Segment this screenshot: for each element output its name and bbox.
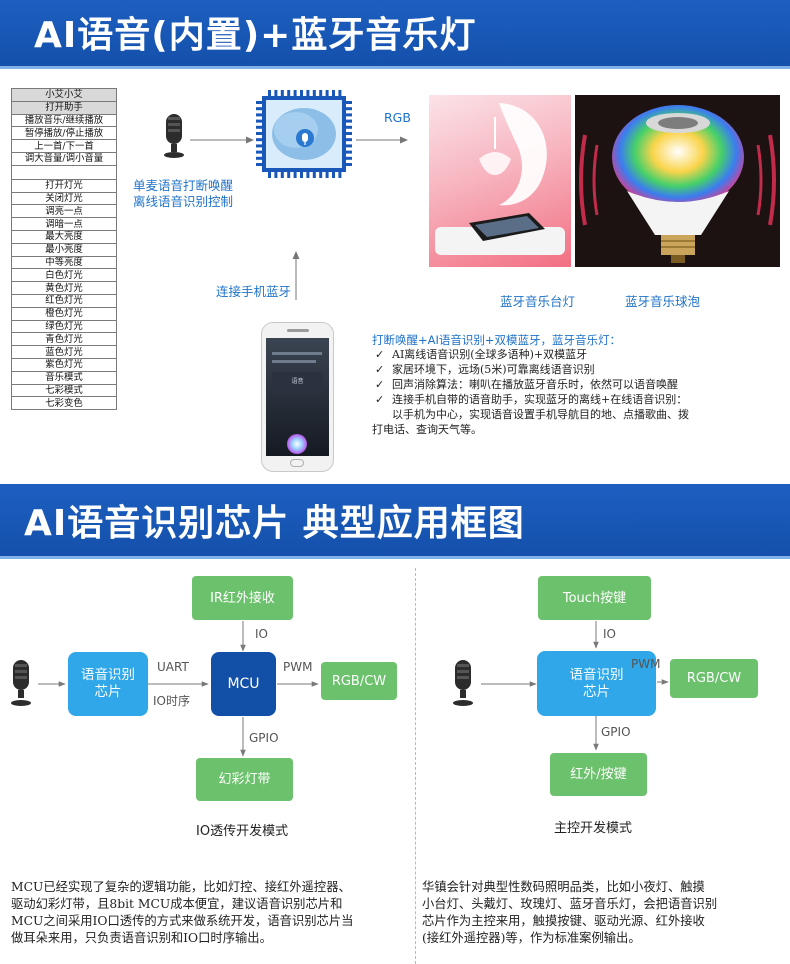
section1-banner-rule [0,66,790,69]
chip-caption-line2: 离线语音识别控制 [133,194,234,209]
gpio-label: GPIO [601,725,631,739]
rgb-label: RGB [384,110,411,125]
gpio-label: GPIO [249,731,279,745]
uart-label: UART [157,660,189,674]
feature-item: ✓AI离线语音识别(全球多语种)+双模蓝牙 [375,348,588,361]
io-passthrough-mode-label: IO透传开发模式 [196,824,289,839]
rgb-strip-node: 幻彩灯带 [196,758,293,801]
voice-command-table: 小艾小艾打开助手播放音乐/继续播放暂停播放/停止播放上一首/下一首调大音量/调小… [11,88,117,411]
voice-command: 七彩变色 [11,396,117,411]
section2-banner: AI语音识别芯片 典型应用框图 [0,484,790,556]
chip-caption: 单麦语音打断唤醒 离线语音识别控制 [133,178,233,210]
phone-icon: 语音 [261,322,334,472]
section2-title: AI语音识别芯片 典型应用框图 [24,503,525,544]
section1-title: AI语音(内置)+蓝牙音乐灯 [34,15,477,56]
ir-key-node: 红外/按键 [550,753,647,796]
feature-item: ✓回声消除算法：喇叭在播放蓝牙音乐时，依然可以语音唤醒 [375,378,678,391]
right-description: 华镇会针对典型性数码照明品类，比如小夜灯、触摸 小台灯、头戴灯、玫瑰灯、蓝牙音乐… [422,880,718,945]
product-label-lamp: 蓝牙音乐台灯 [500,294,576,309]
phone-screen: 语音 [266,338,329,456]
rgbcw-node-right: RGB/CW [670,659,758,698]
check-icon: ✓ [375,378,385,391]
brain-icon [272,108,336,160]
features-title: 打断唤醒+AI语音识别+双模蓝牙，蓝牙音乐灯： [372,333,622,347]
check-icon: ✓ [375,348,385,361]
section2-banner-rule [0,556,790,559]
mcu-node: MCU [211,652,276,716]
feature-item: ✓连接手机自带的语音助手，实现蓝牙的离线+在线语音识别： [375,393,688,406]
features-list: ✓AI离线语音识别(全球多语种)+双模蓝牙 ✓家居环境下，远场(5米)可靠离线语… [372,347,782,437]
io-label: IO [603,627,616,641]
table-spacer [11,164,117,180]
voice-command-row: 七彩变色 [11,396,117,411]
microphone-icon [11,660,31,706]
io-label: IO [255,627,268,641]
io-timing-label: IO时序 [153,694,190,708]
ir-receiver-node: IR红外接收 [192,576,293,620]
master-control-mode-label: 主控开发模式 [554,821,633,836]
chip-caption-line1: 单麦语音打断唤醒 [133,178,234,193]
voice-chip-node-left: 语音识别 芯片 [68,652,148,716]
section1-banner: AI语音(内置)+蓝牙音乐灯 [0,0,790,66]
feature-item: ✓家居环境下，远场(5米)可靠离线语音识别 [375,363,595,376]
check-icon: ✓ [375,393,385,406]
product-label-bulb: 蓝牙音乐球泡 [625,294,701,309]
phone-bluetooth-label: 连接手机蓝牙 [216,284,292,299]
pwm-label: PWM [283,660,313,674]
phone-screen-text: 语音 [291,378,304,385]
check-icon: ✓ [375,363,385,376]
left-description: MCU已经实现了复杂的逻辑功能，比如灯控、接红外遥控器、 驱动幻彩灯带，且8bi… [11,880,354,945]
microphone-icon [453,660,473,706]
lamp-image [429,95,571,267]
rgbcw-node-left: RGB/CW [321,662,397,700]
touch-key-node: Touch按键 [538,576,651,620]
section1-diagram-lines [164,90,408,300]
bulb-image [575,95,780,267]
pwm-label: PWM [631,657,661,671]
microphone-icon [164,114,184,158]
voice-chip-node-right: 语音识别 芯片 [537,651,656,716]
feature-continuation: 打电话、查询天气等。 [372,423,482,436]
column-divider [415,568,416,964]
feature-continuation: 以手机为中心，实现语音设置手机导航目的地、点播歌曲、拨 [392,408,689,421]
